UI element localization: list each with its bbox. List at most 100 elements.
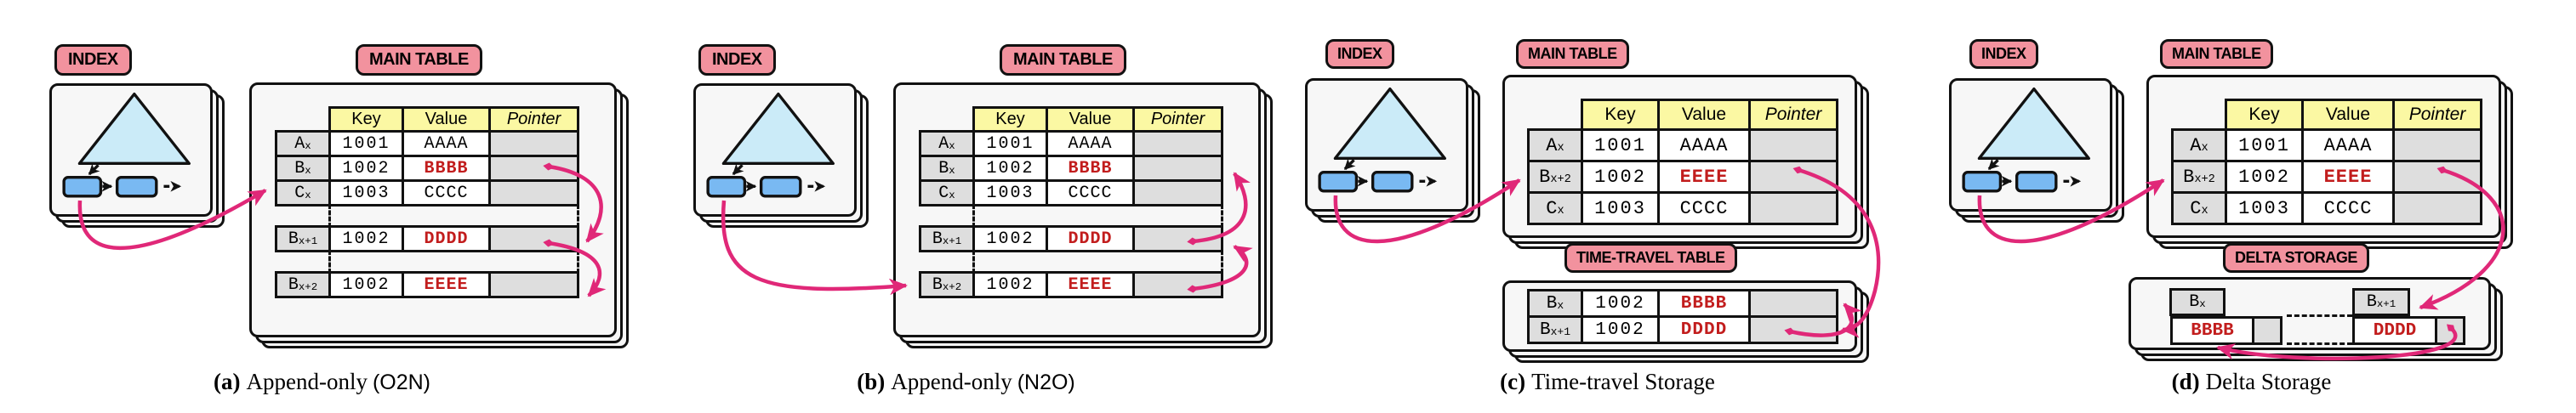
main-table-badge: MAIN TABLE	[356, 44, 482, 76]
pointer-header: Pointer	[488, 106, 579, 133]
pointer-cell	[1132, 225, 1223, 252]
panel-caption: (d)Delta Storage	[1932, 369, 2576, 395]
panel-caption: (c)Time-travel Storage	[1288, 369, 1932, 395]
delta-storage-badge: DELTA STORAGE	[2223, 243, 2369, 273]
delta-pointer-cell	[2435, 316, 2465, 345]
pointer-cell	[1748, 289, 1838, 318]
table-gap-ellipsis	[972, 204, 1223, 228]
value-cell: BBBB	[1046, 155, 1135, 182]
key-cell: 1003	[972, 179, 1048, 206]
key-cell: 1001	[1581, 128, 1660, 162]
index-card-face	[1949, 78, 2112, 212]
time-travel-table-badge: TIME-TRAVEL TABLE	[1564, 243, 1737, 273]
table-gap-ellipsis	[328, 204, 579, 228]
key-cell: 1002	[2225, 160, 2304, 194]
key-cell: 1003	[2225, 191, 2304, 225]
caption-text: Append-only	[246, 369, 368, 394]
pointer-header: Pointer	[1132, 106, 1223, 133]
index-badge: INDEX	[54, 44, 132, 76]
value-cell: EEEE	[1657, 160, 1751, 194]
index-tree-icon	[1962, 87, 2090, 193]
index-tree-icon	[706, 92, 835, 198]
value-cell: AAAA	[2301, 128, 2395, 162]
pointer-cell	[488, 130, 579, 157]
value-cell: EEEE	[1046, 271, 1135, 298]
delta-value-cell: BBBB	[2170, 316, 2254, 345]
key-header: Key	[972, 106, 1048, 133]
table-header-row: Key Value Pointer	[328, 106, 579, 133]
pointer-cell	[1132, 155, 1223, 182]
key-cell: 1002	[972, 225, 1048, 252]
main-table-badge: MAIN TABLE	[1000, 44, 1126, 76]
tree-to-node-arrow-icon	[1987, 158, 2000, 171]
value-cell: EEEE	[2301, 160, 2395, 194]
pointer-cell	[1748, 315, 1838, 344]
version-node-icon	[1371, 171, 1414, 193]
value-cell: DDDD	[1657, 315, 1751, 344]
key-cell: 1002	[328, 155, 404, 182]
caption-suffix: (N2O)	[1017, 371, 1075, 394]
version-node-icon	[1962, 171, 2003, 193]
value-cell: CCCC	[402, 179, 491, 206]
tree-to-node-arrow-icon	[1343, 158, 1356, 171]
index-card	[1305, 78, 1480, 223]
key-cell: 1001	[328, 130, 404, 157]
version-node-icon	[1318, 171, 1359, 193]
value-cell: CCCC	[1657, 191, 1751, 225]
delta-segment: BBBB	[2170, 316, 2282, 345]
key-cell: 1002	[972, 155, 1048, 182]
index-card-face	[49, 83, 213, 217]
delta-pointer-cell	[2252, 316, 2282, 345]
tree-to-node-arrow-icon	[88, 163, 100, 176]
pointer-cell	[2392, 128, 2482, 162]
version-node-icon	[115, 176, 158, 198]
table-header-row: Key Value Pointer	[2225, 99, 2482, 131]
caption-tag: (a)	[213, 369, 241, 394]
pointer-cell	[2392, 160, 2482, 194]
caption-text: Append-only	[891, 369, 1012, 394]
tab-label: B	[2189, 292, 2200, 312]
value-header: Value	[402, 106, 491, 133]
index-badge: INDEX	[698, 44, 776, 76]
index-card-face	[693, 83, 857, 217]
pointer-header: Pointer	[1748, 99, 1838, 131]
value-header: Value	[1657, 99, 1751, 131]
key-cell: 1002	[1581, 160, 1660, 194]
key-header: Key	[328, 106, 404, 133]
btree-triangle-icon	[1977, 87, 2090, 161]
index-tree-icon	[1318, 87, 1446, 193]
table-header-row: Key Value Pointer	[972, 106, 1223, 133]
key-cell: 1002	[1581, 315, 1660, 344]
caption-tag: (d)	[2171, 369, 2200, 394]
